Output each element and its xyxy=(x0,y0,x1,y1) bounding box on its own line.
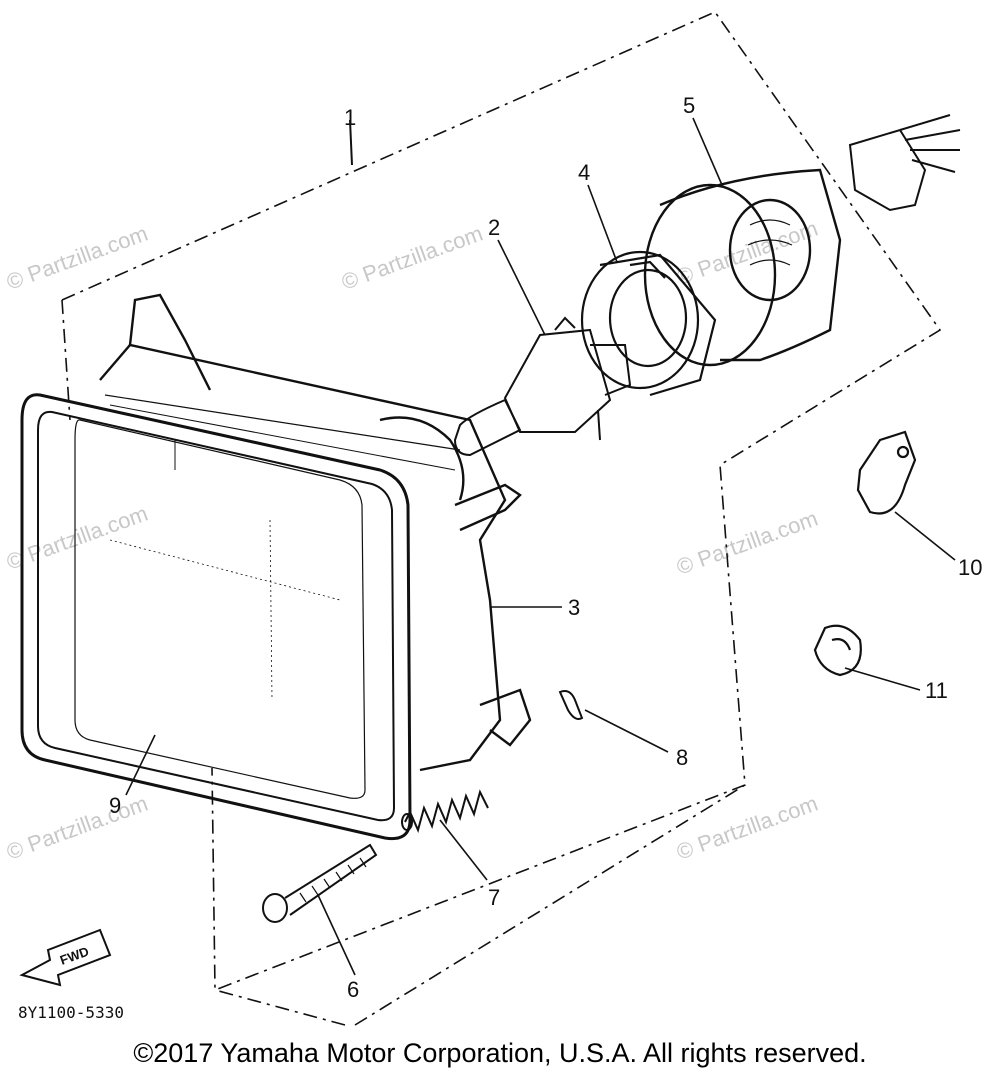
leader-9 xyxy=(125,734,156,796)
callout-7: 7 xyxy=(488,885,500,910)
callout-2: 2 xyxy=(488,215,500,240)
headlight-unit xyxy=(99,293,532,772)
screw xyxy=(262,843,378,923)
watermark: © Partzilla.com xyxy=(673,506,821,580)
watermark: © Partzilla.com xyxy=(3,791,151,865)
callout-6: 6 xyxy=(347,977,359,1002)
headlight-exploded-view: © Partzilla.com © Partzilla.com © Partzi… xyxy=(3,11,982,1026)
callout-11: 11 xyxy=(925,678,948,703)
callout-3: 3 xyxy=(568,595,580,620)
leader-10 xyxy=(894,511,956,561)
copyright-notice: ©2017 Yamaha Motor Corporation, U.S.A. A… xyxy=(133,1038,867,1068)
clip-pin xyxy=(558,690,584,720)
leader-4 xyxy=(587,184,618,263)
spring xyxy=(401,789,489,833)
clamp xyxy=(856,430,917,515)
leader-1 xyxy=(349,119,353,166)
callout-4: 4 xyxy=(578,160,590,185)
leader-7 xyxy=(439,819,488,881)
rubber-cover xyxy=(643,168,842,367)
watermark: © Partzilla.com xyxy=(673,791,821,865)
leader-2 xyxy=(497,239,546,336)
watermark: © Partzilla.com xyxy=(673,216,821,290)
leader-6 xyxy=(317,894,356,976)
clip xyxy=(813,624,862,677)
callout-5: 5 xyxy=(683,93,695,118)
leader-lines xyxy=(125,117,956,976)
lens-rim xyxy=(20,393,412,841)
watermark: © Partzilla.com xyxy=(3,501,151,575)
callout-10: 10 xyxy=(958,555,982,580)
leader-5 xyxy=(692,117,723,186)
leader-11 xyxy=(844,667,921,691)
callout-9: 9 xyxy=(109,793,121,818)
callout-8: 8 xyxy=(676,745,688,770)
part-code: 8Y1100-5330 xyxy=(18,1003,124,1022)
wire-connector xyxy=(848,114,961,212)
watermark: © Partzilla.com xyxy=(3,221,151,295)
bulb-socket-ring xyxy=(580,250,717,397)
fwd-arrow-icon xyxy=(19,928,112,987)
watermark: © Partzilla.com xyxy=(338,221,486,295)
leader-8 xyxy=(584,709,669,753)
callout-numbers: 1 2 3 4 5 6 7 8 9 10 11 xyxy=(109,93,982,1002)
bulb xyxy=(453,316,632,457)
callout-1: 1 xyxy=(344,105,356,130)
fwd-arrow: FWD xyxy=(19,928,112,987)
